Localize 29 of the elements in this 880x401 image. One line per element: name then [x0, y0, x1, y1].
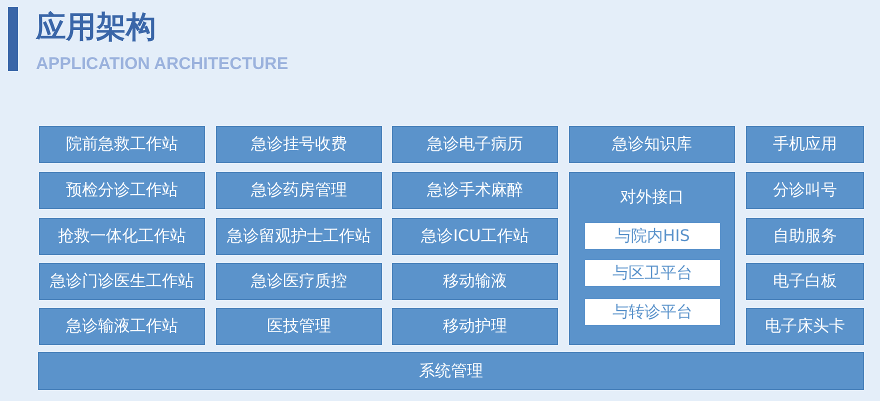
interface-box: 与区卫平台: [585, 260, 720, 286]
module-box: 急诊电子病历: [392, 126, 558, 163]
module-box: 急诊留观护士工作站: [216, 218, 382, 255]
interface-box: 与转诊平台: [585, 299, 720, 325]
module-box: 移动输液: [392, 263, 558, 300]
interface-box: 与院内HIS: [585, 223, 720, 249]
module-box: 急诊药房管理: [216, 172, 382, 209]
module-box: 院前急救工作站: [39, 126, 205, 163]
module-box: 移动护理: [392, 308, 558, 345]
module-box: 抢救一体化工作站: [39, 218, 205, 255]
subtitle: APPLICATION ARCHITECTURE: [36, 54, 288, 74]
module-box: 电子白板: [746, 263, 864, 300]
module-box: 电子床头卡: [746, 308, 864, 345]
module-box: 预检分诊工作站: [39, 172, 205, 209]
module-box: 分诊叫号: [746, 172, 864, 209]
module-box: 急诊门诊医生工作站: [39, 263, 205, 300]
module-box: 系统管理: [38, 352, 864, 390]
module-box: 自助服务: [746, 218, 864, 255]
module-box: 急诊挂号收费: [216, 126, 382, 163]
group-heading: 对外接口: [620, 187, 684, 208]
module-box: 急诊医疗质控: [216, 263, 382, 300]
group-box: [569, 172, 735, 345]
module-box: 急诊知识库: [569, 126, 735, 163]
module-box: 手机应用: [746, 126, 864, 163]
module-box: 急诊手术麻醉: [392, 172, 558, 209]
module-box: 急诊输液工作站: [39, 308, 205, 345]
title: 应用架构: [36, 9, 156, 47]
module-box: 急诊ICU工作站: [392, 218, 558, 255]
module-box: 医技管理: [216, 308, 382, 345]
